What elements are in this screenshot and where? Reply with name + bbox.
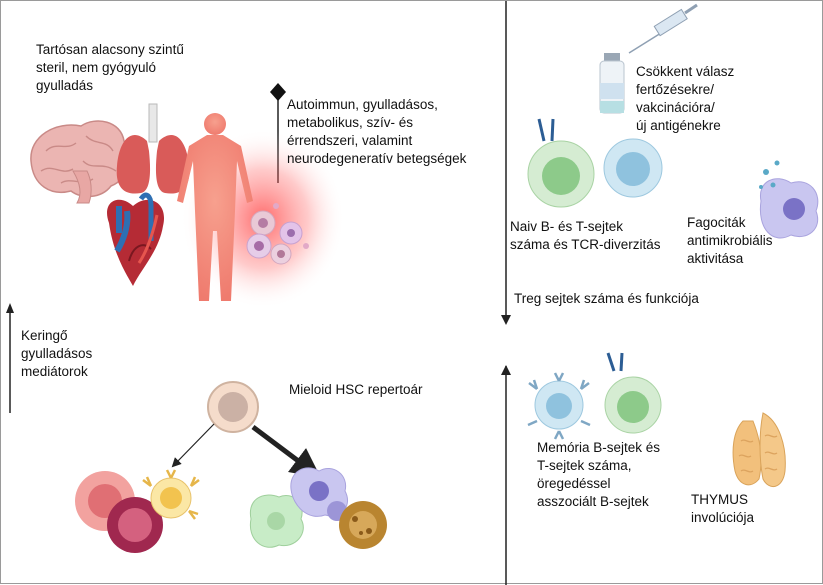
memory-b-cell-icon bbox=[527, 372, 591, 440]
hsc-minor-arrow bbox=[171, 423, 215, 468]
mediators-label: Keringő gyulladásos mediátorok bbox=[21, 328, 93, 379]
naive-cells-label: Naiv B- és T-sejtek száma és TCR-diverzi… bbox=[510, 219, 661, 252]
lymphoid-cells-icon bbox=[75, 469, 200, 553]
vial-icon bbox=[599, 53, 625, 114]
hsc-cell-icon bbox=[207, 381, 259, 433]
vaccine-response-label: Csökkent válasz fertőzésekre/ vakcináció… bbox=[636, 64, 735, 133]
b-cell-icon bbox=[527, 118, 595, 208]
hsc-major-arrow bbox=[251, 425, 321, 478]
treg-label: Treg sejtek száma és funkciója bbox=[514, 291, 699, 306]
heart-icon bbox=[107, 192, 165, 286]
thymus-icon bbox=[732, 412, 786, 487]
memory-cells-label: Memória B-sejtek és T-sejtek száma, öreg… bbox=[537, 440, 661, 509]
phagocytes-label: Fagociták antimikrobiális aktivitása bbox=[687, 215, 773, 266]
brain-icon bbox=[30, 120, 130, 204]
memory-t-cell-icon bbox=[604, 352, 662, 434]
myeloid-cells-icon bbox=[249, 467, 387, 549]
syringe-icon bbox=[628, 3, 698, 54]
lungs-icon bbox=[116, 103, 190, 194]
diseases-label: Autoimmun, gyulladásos, metabolikus, szí… bbox=[287, 97, 467, 166]
thymus-label: THYMUS involúciója bbox=[691, 492, 755, 525]
t-cell-icon bbox=[603, 138, 663, 198]
myeloid-label: Mieloid HSC repertoár bbox=[289, 382, 423, 397]
phagocyte-icon bbox=[759, 160, 819, 239]
inflammation-title: Tartósan alacsony szintű steril, nem gyó… bbox=[36, 42, 184, 93]
human-body-icon bbox=[177, 113, 253, 301]
inflamed-cells-icon bbox=[246, 203, 309, 265]
